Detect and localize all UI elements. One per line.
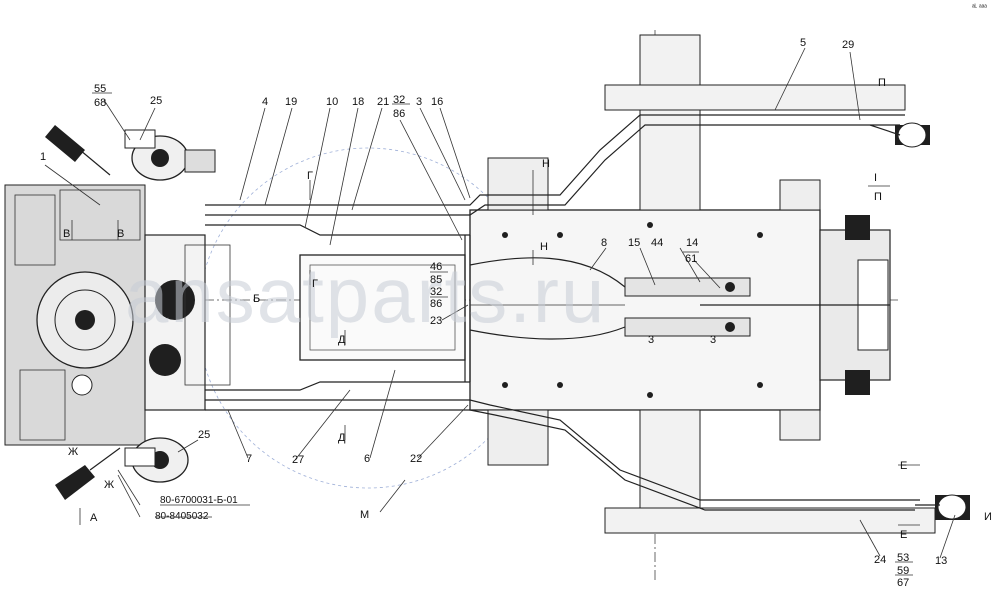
label-vBb: Б: [253, 293, 260, 305]
label-vE2: Е: [900, 529, 907, 541]
label-c25a: 25: [150, 95, 162, 107]
label-c23: 23: [430, 315, 442, 327]
label-c53: 53: [897, 552, 909, 564]
label-c67: 67: [897, 577, 909, 589]
label-vI1: I: [874, 172, 877, 184]
label-c5: 5: [800, 37, 806, 49]
label-c8: 8: [601, 237, 607, 249]
label-c14: 14: [686, 237, 698, 249]
frame-plate: [469, 157, 821, 466]
label-c86b: 86: [430, 298, 442, 310]
label-vG1: Г: [307, 170, 313, 182]
coupling-head-lower-right: [915, 494, 970, 520]
label-c29: 29: [842, 39, 854, 51]
label-vP2: П: [874, 191, 882, 203]
brake-chamber-upper: [124, 129, 216, 181]
label-vB1: В: [63, 228, 70, 240]
cross-member: [604, 34, 936, 534]
label-v3b: 3: [710, 334, 716, 346]
label-c32a: 32: [393, 94, 405, 106]
label-c22: 22: [410, 453, 422, 465]
label-c10: 10: [326, 96, 338, 108]
coupling-head-lower-left: [55, 447, 121, 500]
valve-block: [299, 254, 466, 361]
label-vI2: И: [984, 511, 992, 523]
label-vB2: В: [117, 228, 124, 240]
label-c19: 19: [285, 96, 297, 108]
label-c46: 46: [430, 261, 442, 273]
label-c32b: 32: [430, 286, 442, 298]
leader-lines: [44, 47, 956, 559]
label-c27: 27: [292, 454, 304, 466]
engine-block: [4, 184, 231, 446]
label-c25b: 25: [198, 429, 210, 441]
corner-mark: ᵃᴸ ᵃᵃᵃ: [972, 4, 987, 11]
label-vG2: Г: [312, 278, 318, 290]
label-vM: М: [360, 509, 369, 521]
fraction-bars: [92, 92, 913, 576]
label-c68: 68: [94, 97, 106, 109]
section-arrows: [71, 170, 920, 526]
label-vH1: Н: [542, 158, 550, 170]
label-v3a: 3: [648, 334, 654, 346]
label-pn2: 80-8405032: [155, 511, 209, 522]
label-c24: 24: [874, 554, 886, 566]
label-vP1: П: [878, 77, 886, 89]
label-pn1: 80-6700031-Б-01: [160, 495, 238, 506]
hydraulic-cylinders: [624, 277, 751, 337]
label-c18: 18: [352, 96, 364, 108]
label-c4: 4: [262, 96, 268, 108]
label-vA: А: [90, 512, 98, 524]
label-c21: 21: [377, 96, 389, 108]
watermark: ansatparts.ru: [125, 251, 606, 339]
rear-hitch: [700, 215, 891, 395]
label-vD1: Д: [338, 334, 346, 346]
label-c7: 7: [246, 453, 252, 465]
label-vH2: Н: [540, 241, 548, 253]
coupling-head-upper-left: [45, 125, 111, 176]
label-c44: 44: [651, 237, 663, 249]
label-vZh1: Ж: [68, 446, 78, 458]
label-c61: 61: [685, 253, 697, 265]
part-number-labels: 80-6700031-Б-01 80-8405032: [155, 495, 238, 522]
label-c3: 3: [416, 96, 422, 108]
coupling-head-upper-right: [869, 122, 930, 148]
label-c1: 1: [40, 151, 46, 163]
label-c59: 59: [897, 565, 909, 577]
label-c13: 13: [935, 555, 947, 567]
label-vD2: Д: [338, 432, 346, 444]
label-c85: 85: [430, 274, 442, 286]
label-c6: 6: [364, 453, 370, 465]
label-c15: 15: [628, 237, 640, 249]
label-c86a: 86: [393, 108, 405, 120]
label-c55: 55: [94, 83, 106, 95]
brake-chamber-lower: [124, 437, 189, 483]
pipelines: [205, 114, 920, 511]
label-c16: 16: [431, 96, 443, 108]
label-vZh2: Ж: [104, 479, 114, 491]
label-vE1: Е: [900, 460, 907, 472]
